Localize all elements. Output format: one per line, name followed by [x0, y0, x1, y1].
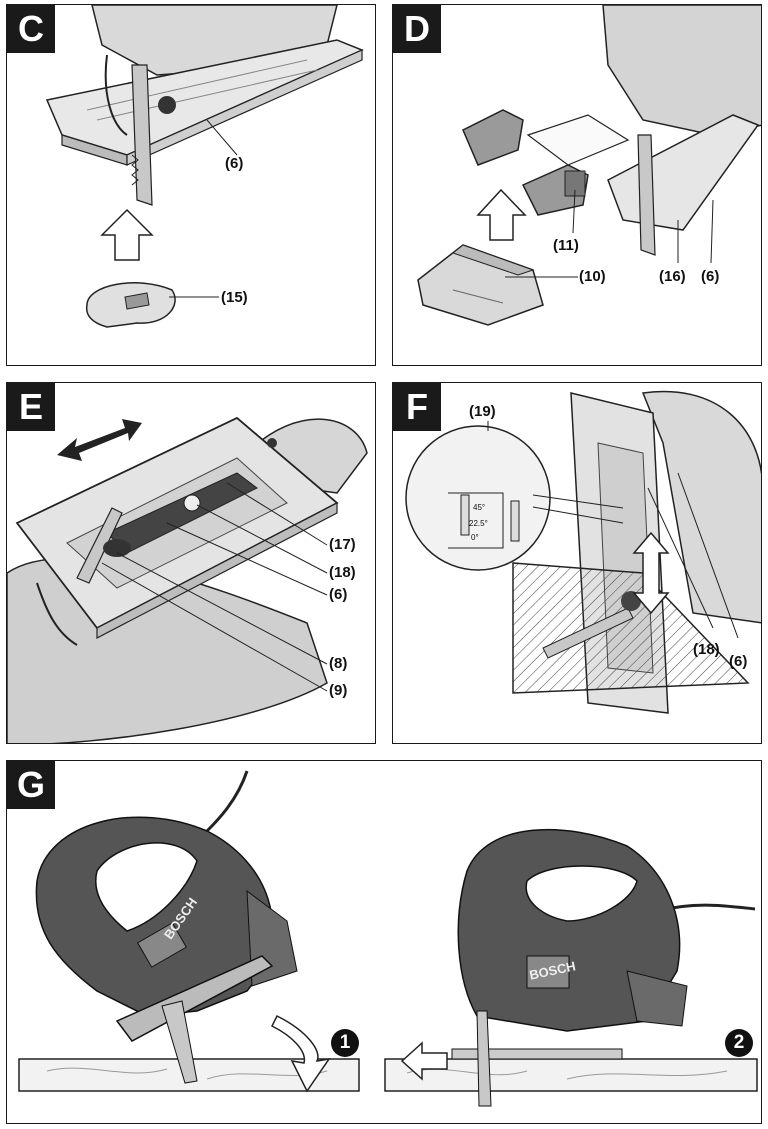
panel-c: C (6) (15)	[6, 4, 376, 366]
panel-d: D (11) (10) (16) (6)	[392, 4, 762, 366]
base-plate-underside-illustration	[7, 416, 368, 743]
callout-base-plate-mark: (16)	[659, 268, 686, 285]
step-1-badge: 1	[331, 1029, 359, 1057]
panel-letter: C	[7, 5, 55, 53]
callout-saw-blade: (8)	[329, 655, 348, 672]
callout-screw: (18)	[329, 564, 356, 581]
callout-scale: (19)	[469, 403, 496, 420]
plunge-cut-illustration	[18, 770, 758, 1107]
jigsaw-base-plate-illustration	[45, 5, 364, 328]
dust-extraction-illustration	[417, 5, 761, 326]
callout-base-plate: (6)	[701, 268, 720, 285]
panel-letter: D	[393, 5, 441, 53]
callout-guide-roller: (9)	[329, 682, 348, 699]
scale-mark-0: 0°	[471, 533, 479, 542]
scale-mark-22-5: 22.5°	[469, 519, 488, 528]
callout-dust-extraction-hood: (10)	[579, 268, 606, 285]
panel-e: E (17) (18) (6) (8) (9)	[6, 382, 376, 744]
scale-mark-45: 45°	[473, 503, 486, 512]
panel-f: F (19) 45° 22.5° 0° (18) (6)	[392, 382, 762, 744]
bevel-angle-illustration	[405, 390, 761, 714]
panel-letter: E	[7, 383, 55, 431]
panel-letter: F	[393, 383, 441, 431]
callout-anti-splinter-guard: (15)	[221, 289, 248, 306]
panel-g: G BOSCH BOSCH 1 2	[6, 760, 762, 1124]
callout-screw: (18)	[693, 641, 720, 658]
panel-letter: G	[7, 761, 55, 809]
callout-base-plate: (6)	[225, 155, 244, 172]
callout-base-plate: (6)	[329, 586, 348, 603]
step-2-badge: 2	[725, 1029, 753, 1057]
callout-hood-clip: (11)	[553, 237, 579, 254]
callout-plate-adjuster: (17)	[329, 536, 356, 553]
callout-base-plate: (6)	[729, 653, 748, 670]
